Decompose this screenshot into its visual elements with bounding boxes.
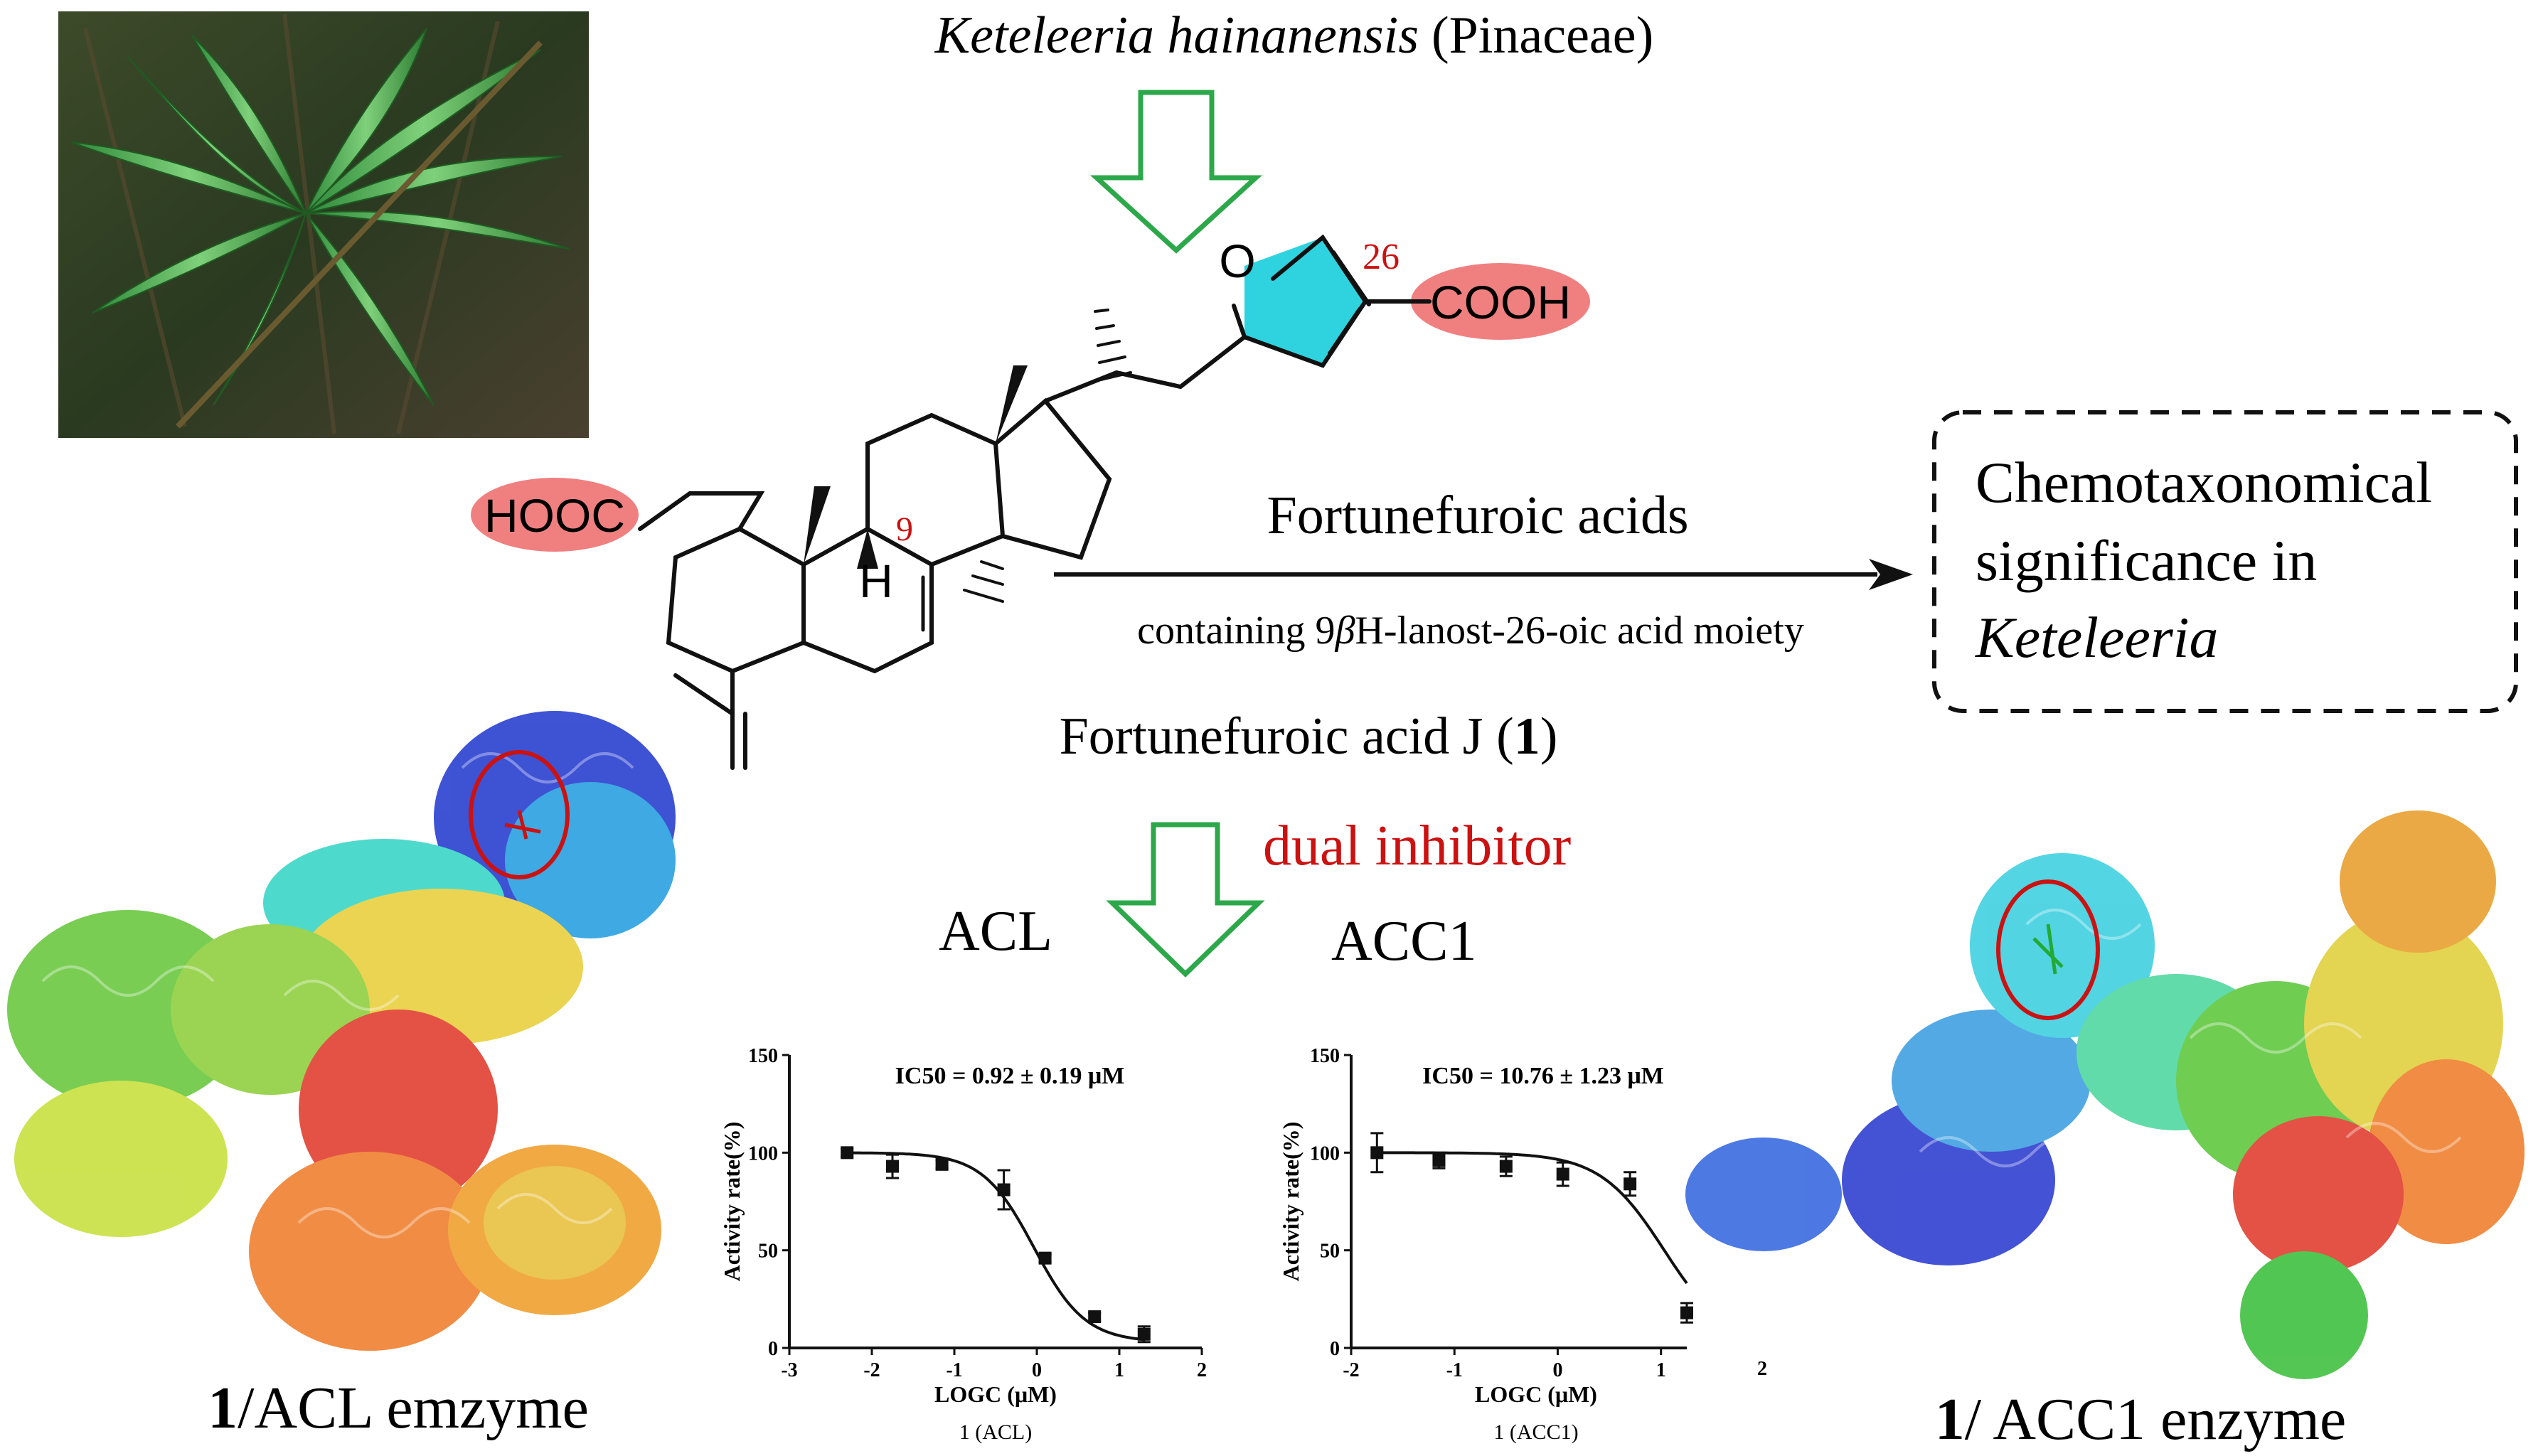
x-tick-label: 1 [1114, 1359, 1124, 1381]
x-tick-label: -2 [863, 1359, 880, 1381]
data-point [1038, 1251, 1052, 1265]
chart-y-label: Activity rate(%) [719, 1122, 745, 1282]
right-acid-label: COOH [1430, 276, 1571, 328]
acc1-label: ACC1 [1331, 910, 1477, 973]
data-point [1370, 1146, 1384, 1160]
reaction-label-above: Fortunefuroic acids [1267, 486, 1688, 545]
acc1-protein-render [1685, 810, 2525, 1379]
reaction-arrowhead [1869, 559, 1913, 590]
left-acid-label: HOOC [484, 489, 625, 542]
chart-footnote: 1 (ACL) [959, 1420, 1032, 1444]
molecule-structure [471, 234, 1590, 770]
left-acid-highlight [471, 478, 639, 552]
y-tick-label: 100 [1310, 1142, 1340, 1165]
chart-y-label: Activity rate(%) [1278, 1122, 1304, 1282]
x-tick-label: -2 [1343, 1359, 1359, 1381]
data-point [997, 1183, 1011, 1197]
chart-extra-tick-label: 2 [1757, 1358, 1767, 1380]
significance-line3: Keteleeria [1975, 605, 2219, 670]
chart-title: IC50 = 0.92 ± 0.19 μM [895, 1063, 1125, 1089]
acl-ic50-chart: IC50 = 0.92 ± 0.19 μM LOGC (μM) 1 (ACL) … [719, 1045, 1207, 1444]
y-tick-label: 0 [1330, 1338, 1340, 1360]
down-arrow-bottom [1106, 822, 1265, 978]
y-tick-label: 50 [758, 1241, 778, 1263]
data-point [1499, 1160, 1513, 1173]
x-tick-label: -1 [946, 1359, 962, 1381]
y-tick-label: 0 [768, 1338, 778, 1360]
plant-photo [58, 11, 589, 438]
acl-binding-site-circle [469, 750, 570, 879]
data-point [935, 1157, 949, 1171]
chart-title: IC50 = 10.76 ± 1.23 μM [1422, 1063, 1664, 1089]
x-tick-label: -3 [781, 1359, 797, 1381]
data-point [1680, 1306, 1693, 1320]
y-tick-label: 50 [1320, 1241, 1340, 1263]
significance-line2: significance in [1976, 528, 2317, 593]
fit-curve [1377, 1151, 1688, 1285]
furan-oxygen-label: O [1219, 235, 1255, 287]
x-tick-label: 2 [1197, 1359, 1207, 1381]
x-tick-label: 0 [1552, 1359, 1562, 1381]
y-tick-label: 150 [748, 1045, 778, 1067]
significance-line1: Chemotaxonomical [1976, 450, 2432, 515]
chart-footnote: 1 (ACC1) [1493, 1420, 1578, 1444]
position-26-label: 26 [1363, 237, 1400, 277]
acc1-ic50-chart: IC50 = 10.76 ± 1.23 μM LOGC (μM) 1 (ACC1… [1278, 1045, 1767, 1444]
chart-x-label: LOGC (μM) [1475, 1381, 1597, 1407]
source-title: Keteleeria hainanensis(Pinaceae) [934, 6, 1654, 65]
x-tick-label: -1 [1446, 1359, 1463, 1381]
right-acid-highlight [1411, 263, 1590, 340]
data-point [886, 1160, 899, 1173]
data-point [1432, 1154, 1446, 1167]
h-label: H [859, 555, 893, 607]
down-arrow-top [1089, 90, 1263, 254]
position-9-label: 9 [896, 510, 913, 548]
chart-x-label: LOGC (μM) [934, 1381, 1057, 1407]
compound-name: Fortunefuroic acid J (1) [1060, 707, 1558, 766]
reaction-label-below: containing 9βH-lanost-26-oic acid moiety [1137, 609, 1804, 653]
x-tick-label: 1 [1656, 1359, 1666, 1381]
y-tick-label: 100 [748, 1142, 778, 1165]
x-tick-label: 0 [1032, 1359, 1042, 1381]
significance-box [1932, 410, 2518, 713]
data-point [841, 1146, 854, 1160]
acc1-caption: 1/ ACC1 enzyme [1935, 1386, 2347, 1452]
data-point [1088, 1310, 1102, 1324]
data-point [1624, 1177, 1637, 1191]
dual-inhibitor-label: dual inhibitor [1263, 815, 1571, 877]
acl-caption: 1/ACL emzyme [208, 1375, 589, 1441]
acc1-binding-site-circle [1996, 879, 2100, 1020]
acl-protein-render [7, 711, 676, 1351]
data-point [1137, 1327, 1151, 1341]
acl-label: ACL [939, 900, 1052, 963]
data-point [1556, 1167, 1569, 1181]
y-tick-label: 150 [1310, 1045, 1340, 1067]
